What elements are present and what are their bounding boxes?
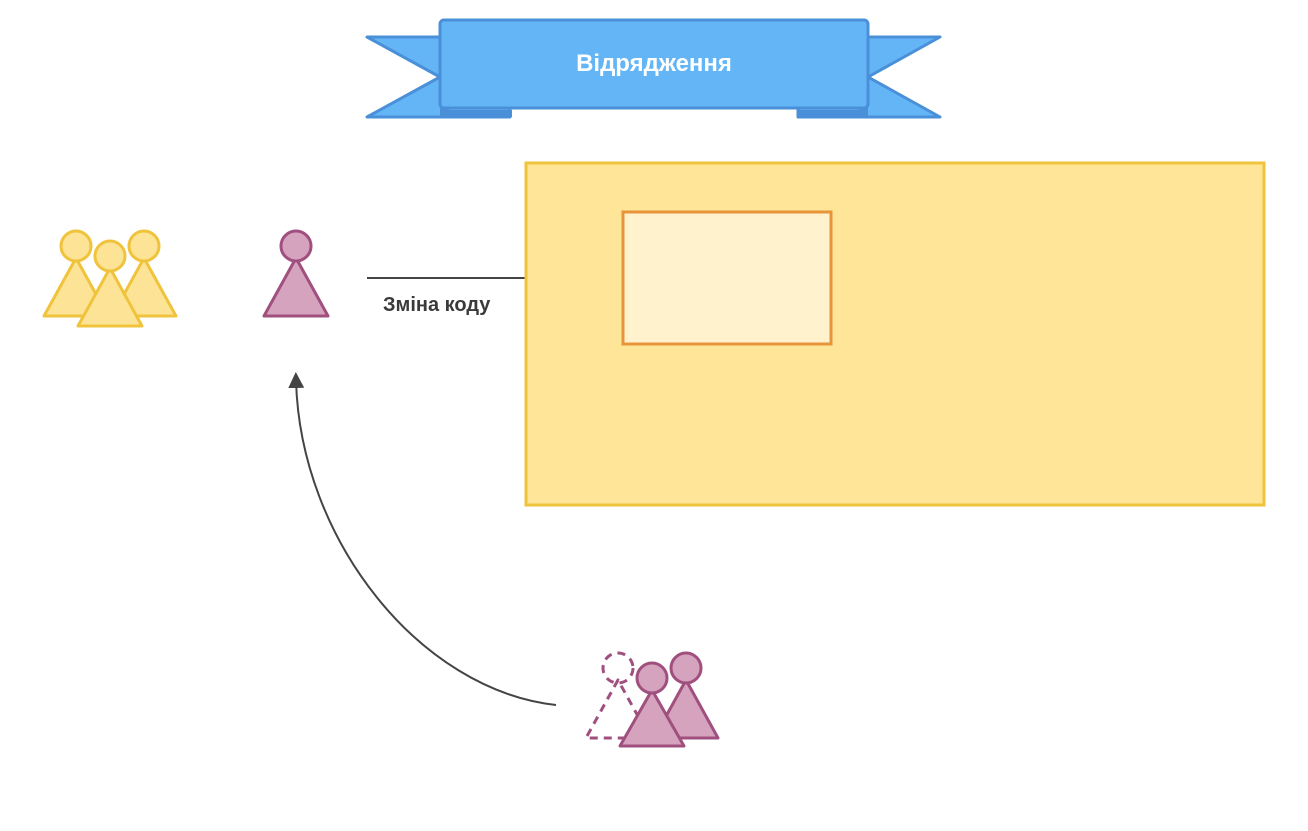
person-icon: [618, 661, 686, 748]
developer-person-icon: [262, 229, 330, 318]
banner-left-fold: [440, 100, 512, 117]
person-placeholder-icon: [584, 651, 652, 740]
title-banner: Відрядження: [365, 18, 942, 119]
rotation-arrow: [288, 372, 557, 706]
banner-body: [438, 18, 870, 110]
person-head-icon: [59, 229, 93, 263]
banner-right-fold: [798, 100, 868, 117]
person-icon: [76, 266, 144, 328]
person-head-icon: [93, 239, 127, 273]
person-head-icon: [127, 229, 161, 263]
code-change-label: Зміна коду: [383, 294, 491, 316]
yellow-team-icon: [42, 229, 178, 328]
banner-title: Відрядження: [576, 50, 732, 77]
pink-team-icon: [584, 651, 720, 748]
component-box: [621, 210, 833, 346]
